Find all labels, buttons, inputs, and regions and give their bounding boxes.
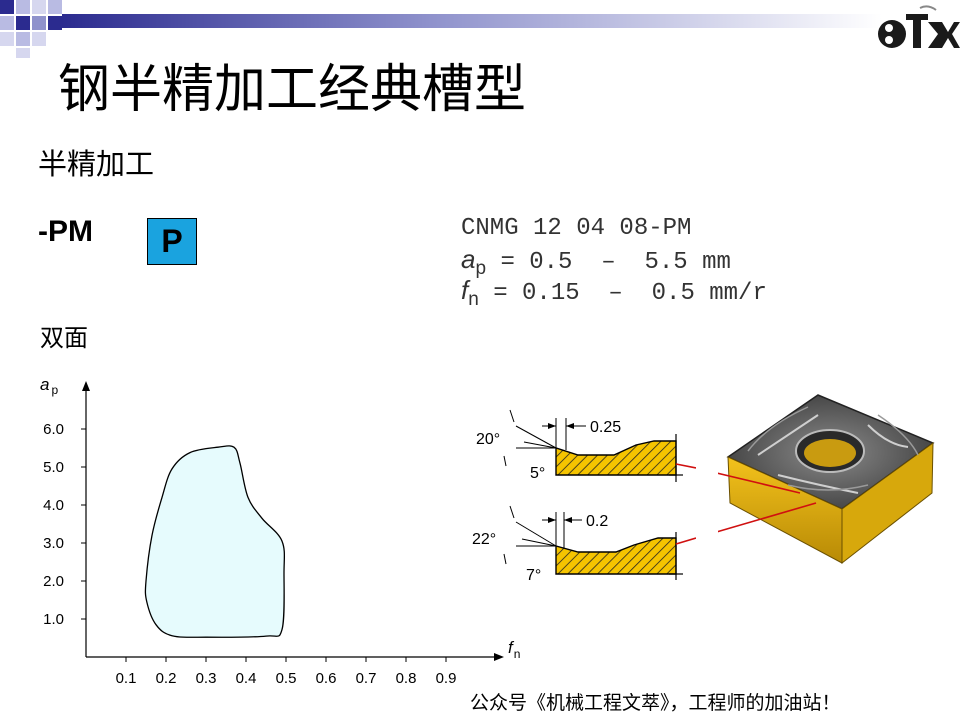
x-tick-label: 0.2 — [156, 670, 177, 687]
section-subtitle: 半精加工 — [38, 147, 155, 181]
y-tick-label: 2.0 — [43, 573, 64, 590]
chart-axes — [82, 381, 504, 661]
x-tick-label: 0.4 — [236, 670, 257, 687]
ylabel-symbol: a — [40, 375, 49, 394]
ap-symbol: a — [461, 244, 476, 274]
x-tick-label: 0.3 — [196, 670, 217, 687]
top-leader-line — [675, 463, 696, 469]
application-area-chart: 0.1 0.2 0.3 0.4 0.5 0.6 0.7 0.8 0.9 1.0 2.0 3.0 4.0… — [40, 375, 520, 687]
insert-designation: CNMG 12 04 08-PM — [461, 215, 692, 242]
insert-illustration — [718, 394, 935, 565]
company-logo — [878, 5, 960, 48]
bottom-land-angle: 7° — [526, 567, 541, 584]
ap-subscript: p — [475, 257, 487, 279]
bottom-leader-to-insert — [718, 502, 817, 533]
y-tick-label: 4.0 — [43, 497, 64, 514]
page-title: 钢半精加工经典槽型 — [58, 60, 527, 120]
top-land-angle: 5° — [530, 465, 545, 482]
x-tick-label: 0.8 — [396, 670, 417, 687]
edge-profiles: 0.25 20° 5° 0.2 22° 7° — [472, 409, 696, 584]
bottom-rake-angle: 22° — [472, 531, 496, 548]
x-tick-label: 0.9 — [436, 670, 457, 687]
ylabel-subscript: p — [51, 383, 58, 397]
geometry-code: -PM — [38, 215, 93, 248]
y-tick-label: 1.0 — [43, 611, 64, 628]
footer-note: 公众号《机械工程文萃》，工程师的加油站！ — [470, 692, 841, 714]
double-sided-label: 双面 — [40, 324, 88, 352]
bottom-land-width: 0.2 — [586, 513, 608, 530]
y-ticks: 1.0 2.0 3.0 4.0 5.0 6.0 — [43, 421, 86, 628]
ap-value: = 0.5 – 5.5 mm — [486, 249, 731, 276]
top-leader-to-insert — [718, 472, 801, 494]
x-tick-label: 0.5 — [276, 670, 297, 687]
y-tick-label: 6.0 — [43, 421, 64, 438]
iso-material-badge: P — [147, 218, 197, 265]
y-tick-label: 3.0 — [43, 535, 64, 552]
header-decoration — [0, 0, 882, 58]
working-range-region — [144, 445, 286, 638]
x-axis-arrow — [494, 653, 504, 661]
fn-value: = 0.15 – 0.5 mm/r — [478, 280, 767, 307]
x-axis-label: fn — [508, 638, 520, 661]
top-rake-angle: 20° — [476, 431, 500, 448]
x-tick-label: 0.6 — [316, 670, 337, 687]
xlabel-symbol: f — [508, 638, 515, 657]
x-ticks: 0.1 0.2 0.3 0.4 0.5 0.6 0.7 0.8 0.9 — [116, 657, 457, 687]
fn-subscript: n — [468, 288, 479, 310]
feed-range: fn = 0.15 – 0.5 mm/r — [461, 275, 767, 315]
top-edge-profile: 0.25 20° 5° — [476, 409, 683, 482]
bottom-edge-profile: 0.2 22° 7° — [472, 505, 683, 584]
top-land-width: 0.25 — [590, 419, 621, 436]
x-tick-label: 0.7 — [356, 670, 377, 687]
fn-symbol: f — [461, 275, 469, 305]
y-tick-label: 5.0 — [43, 459, 64, 476]
xlabel-subscript: n — [514, 647, 521, 661]
x-tick-label: 0.1 — [116, 670, 137, 687]
bottom-leader-line — [675, 537, 696, 545]
depth-of-cut-range: ap = 0.5 – 5.5 mm — [461, 244, 731, 284]
y-axis-arrow — [82, 381, 90, 391]
